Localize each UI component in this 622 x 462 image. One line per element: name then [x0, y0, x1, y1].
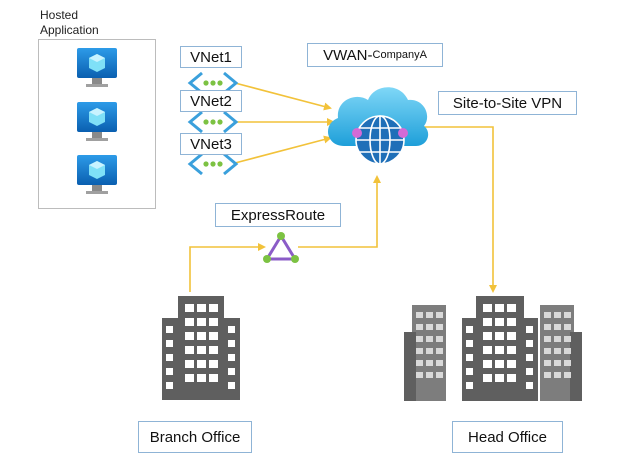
- vwan-suffix: CompanyA: [372, 48, 427, 61]
- head-office-buildings-icon: [404, 296, 582, 401]
- branch-office-label: Branch Office: [138, 421, 252, 453]
- hosted-title-line2: Application: [40, 23, 99, 37]
- vwan-prefix: VWAN-: [323, 46, 373, 64]
- vwan-cloud-icon: [327, 87, 429, 165]
- vnet3-label: VNet3: [180, 133, 242, 155]
- vwan-label: VWAN-CompanyA: [307, 43, 443, 67]
- vnet3-icon: [187, 152, 239, 176]
- site-to-site-vpn-label: Site-to-Site VPN: [438, 91, 577, 115]
- expressroute-to-vwan-arrow: [298, 175, 381, 248]
- vwan-to-head-office-arrow: [410, 126, 497, 293]
- expressroute-label: ExpressRoute: [215, 203, 341, 227]
- vm-icon-2: [77, 102, 117, 141]
- vnet1-connector: [234, 82, 332, 111]
- vnet2-icon: [187, 110, 239, 134]
- vnet1-label: VNet1: [180, 46, 242, 68]
- branch-to-expressroute-connector: [189, 243, 266, 292]
- vnet1-icon: [187, 71, 239, 95]
- expressroute-icon: [263, 232, 299, 263]
- vnet-to-vwan-arrows: [234, 82, 335, 164]
- vnet2-label: VNet2: [180, 90, 242, 112]
- vnet3-connector: [234, 135, 332, 164]
- vm-icon-3: [77, 155, 117, 194]
- branch-office-building-icon: [162, 296, 240, 400]
- hosted-application-title: Hosted Application: [40, 8, 99, 38]
- vm-icon-1: [77, 48, 117, 87]
- hosted-title-line1: Hosted: [40, 8, 79, 22]
- head-office-label: Head Office: [452, 421, 563, 453]
